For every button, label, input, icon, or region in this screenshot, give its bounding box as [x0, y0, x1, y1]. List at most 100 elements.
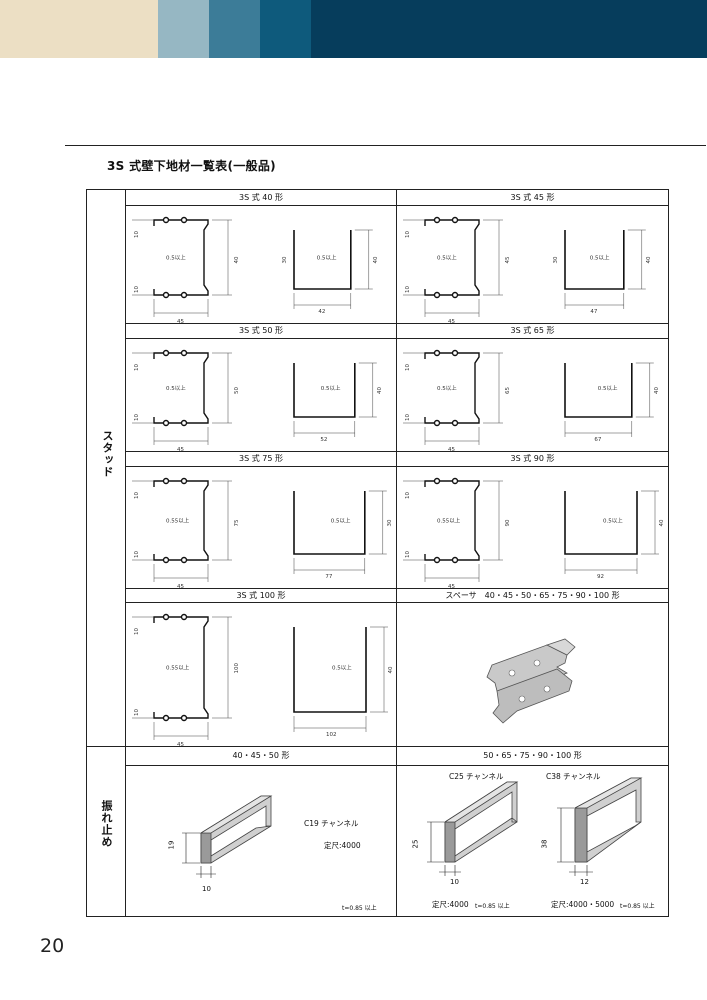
channel-left-dim: 30 [282, 256, 288, 263]
c25-thickness: t=0.85 以上 [475, 903, 510, 910]
c19-height-label: 19 [167, 840, 176, 850]
header-spacer: スペーサ 40・45・50・65・75・90・100 形 [445, 591, 620, 600]
channel-profile [564, 491, 638, 555]
stud-45-drawing: 10 10 45 45 0.5以上 47 40 0.5以上 30 [403, 216, 652, 323]
header-brace-right: 50・65・75・90・100 形 [483, 751, 582, 760]
stud-notch [180, 714, 188, 722]
channel-height-dim: 30 [387, 519, 393, 526]
header-band-5 [311, 0, 707, 58]
stud-notch [162, 556, 170, 564]
stud-width-dim: 45 [448, 447, 455, 451]
flange-bottom-dim: 10 [134, 709, 140, 716]
channel-thickness-label: 0.5以上 [603, 517, 623, 525]
channel-height-dim: 40 [388, 666, 394, 673]
flange-bottom-dim: 10 [405, 551, 411, 558]
stud-height-dim: 90 [505, 519, 511, 526]
stud-thickness-label: 0.55以上 [166, 517, 190, 525]
channel-height-dim: 40 [646, 256, 652, 263]
flange-top-dim: 10 [134, 231, 140, 238]
stud-notch [162, 477, 170, 485]
stud-notch [180, 477, 188, 485]
c38-length: 定尺:4000・5000 [551, 900, 615, 909]
header-band-1 [0, 0, 158, 58]
channel-profile [564, 363, 633, 418]
title-rule [65, 145, 706, 146]
flange-top-dim: 10 [134, 492, 140, 499]
channel-width-dim: 102 [326, 732, 337, 738]
flange-bottom-dim: 10 [134, 551, 140, 558]
channel-width-dim: 92 [597, 574, 604, 580]
stud-notch [162, 714, 170, 722]
stud-width-dim: 45 [448, 584, 455, 588]
channel-profile [293, 230, 352, 290]
channel-width-dim: 47 [590, 309, 597, 315]
header-band-4 [260, 0, 311, 58]
flange-top-dim: 10 [134, 364, 140, 371]
stud-notch [180, 613, 188, 621]
stud-notch [433, 349, 441, 357]
stud-notch [180, 349, 188, 357]
flange-bottom-dim: 10 [405, 286, 411, 293]
flange-top-dim: 10 [405, 492, 411, 499]
stud-width-dim: 45 [177, 447, 184, 451]
channel-profile [293, 363, 356, 418]
c38-thickness: t=0.85 以上 [620, 903, 655, 910]
c38-name: C38 チャンネル [546, 772, 601, 781]
flange-bottom-dim: 10 [134, 286, 140, 293]
stud-thickness-label: 0.55以上 [437, 517, 461, 525]
header-band-3 [209, 0, 260, 58]
channel-width-dim: 52 [320, 437, 327, 443]
stud-thickness-label: 0.5以上 [437, 254, 457, 262]
stud-notch [451, 419, 459, 427]
c19-channel-drawing [182, 795, 273, 878]
stud-height-dim: 100 [234, 663, 240, 674]
stud-height-dim: 65 [505, 387, 511, 394]
c25-width-label: 10 [450, 878, 459, 886]
channel-height-dim: 40 [373, 256, 379, 263]
page-number: 20 [40, 935, 65, 957]
channel-thickness-label: 0.5以上 [321, 384, 341, 392]
channel-thickness-label: 0.5以上 [331, 517, 351, 525]
stud-height-dim: 40 [234, 256, 240, 263]
brace-section-label: 振れ止め [100, 800, 113, 848]
stud-height-dim: 45 [505, 256, 511, 263]
channel-left-dim: 30 [553, 256, 559, 263]
channel-height-dim: 40 [377, 387, 383, 394]
stud-notch [451, 556, 459, 564]
stud-notch [433, 477, 441, 485]
stud-notch [180, 556, 188, 564]
stud-width-dim: 45 [177, 742, 184, 746]
header-band-2 [158, 0, 209, 58]
stud-notch [451, 477, 459, 485]
c19-thickness: t=0.85 以上 [342, 905, 377, 912]
spacer-illustration [486, 638, 576, 724]
stud-height-dim: 50 [234, 387, 240, 394]
channel-thickness-label: 0.5以上 [590, 254, 610, 262]
header-stud-90: 3S 式 90 形 [510, 454, 555, 463]
stud-notch [162, 419, 170, 427]
stud-width-dim: 45 [177, 319, 184, 323]
channel-width-dim: 77 [325, 574, 332, 580]
channel-width-dim: 67 [594, 437, 601, 443]
flange-top-dim: 10 [405, 231, 411, 238]
c25-length: 定尺:4000 [432, 900, 469, 909]
stud-notch [162, 291, 170, 299]
stud-width-dim: 45 [177, 584, 184, 588]
c19-length: 定尺:4000 [324, 841, 361, 850]
c25-c38-channel-drawing [427, 777, 643, 876]
channel-profile [293, 627, 367, 713]
stud-notch [162, 216, 170, 224]
stud-notch [433, 419, 441, 427]
stud-notch [451, 216, 459, 224]
channel-height-dim: 40 [654, 387, 660, 394]
c38-height-label: 38 [540, 839, 549, 849]
flange-top-dim: 10 [405, 364, 411, 371]
stud-width-dim: 45 [448, 319, 455, 323]
c19-name: C19 チャンネル [304, 819, 359, 828]
stud-notch [180, 419, 188, 427]
flange-bottom-dim: 10 [134, 414, 140, 421]
stud-notch [180, 291, 188, 299]
